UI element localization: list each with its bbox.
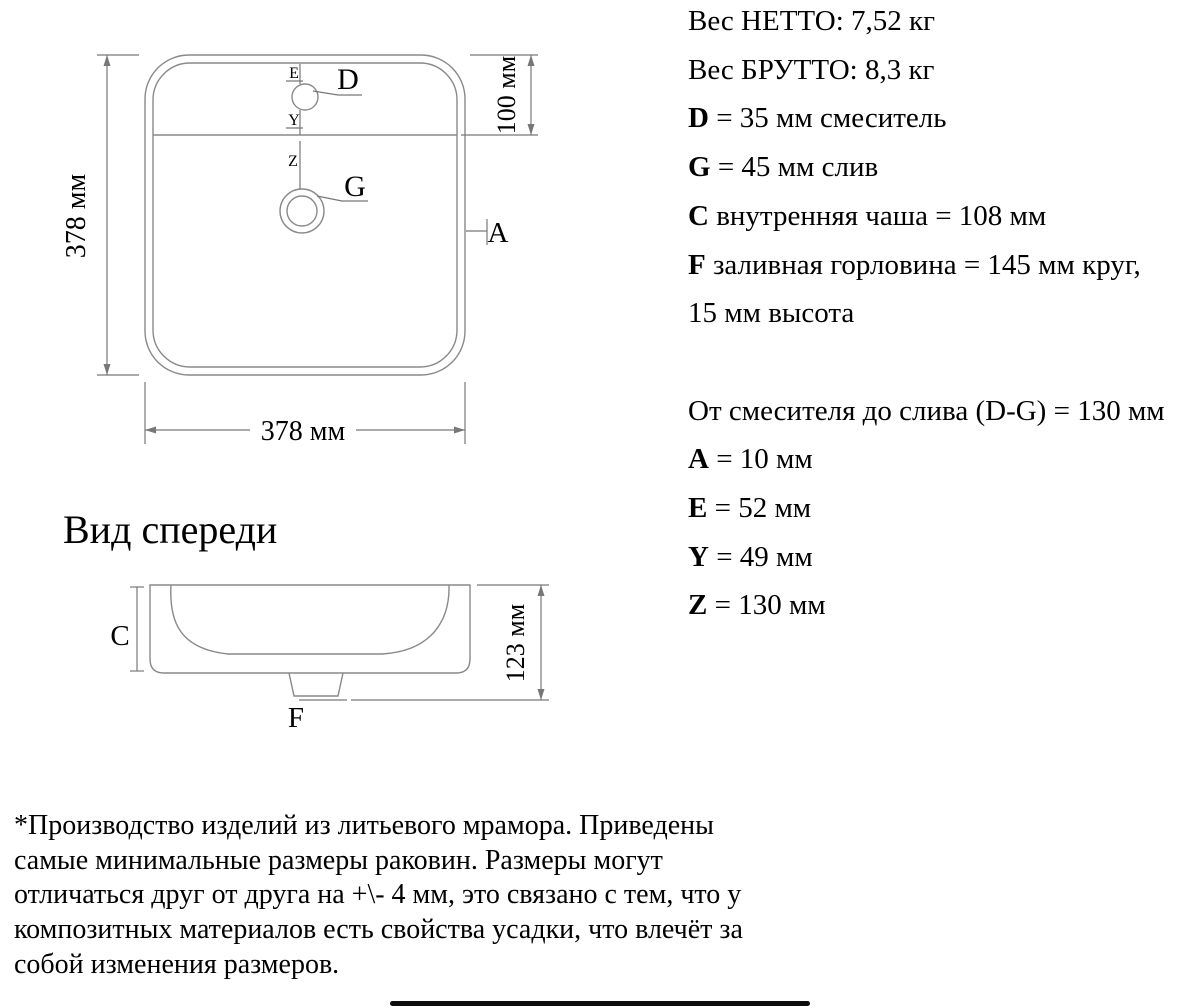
front-view-title: Вид спереди	[63, 507, 278, 552]
faucet-hole	[291, 83, 319, 111]
sink-technical-drawing: D G A E Y Z 378 мм 378 мм 100 мм	[61, 54, 549, 734]
spec-line-c: C внутренняя чаша = 108 мм	[688, 192, 1165, 241]
spec-line-d: D = 35 мм смеситель	[688, 94, 1165, 143]
top-view-outline	[144, 54, 466, 376]
spec-key: F	[688, 248, 706, 281]
front-view-dims	[130, 584, 549, 701]
home-indicator-bar[interactable]	[390, 1001, 810, 1006]
spec-key: G	[688, 151, 711, 184]
spec-text: От смесителя до слива (D-G) = 130 мм	[688, 394, 1165, 427]
spec-text: Вес НЕТТО: 7,52 кг	[688, 5, 935, 37]
spec-key: Y	[688, 540, 709, 573]
dim-text-mask	[250, 414, 356, 444]
top-view-centerline-dims	[286, 64, 303, 189]
spec-line-g: G = 45 мм слив	[688, 143, 1165, 192]
spec-key: C	[688, 199, 709, 232]
spec-text: Вес БРУТТО: 8,3 кг	[688, 53, 935, 86]
footnote-line: композитных материалов есть свойства уса…	[14, 914, 743, 946]
leader-lines	[312, 90, 488, 245]
label-a: A	[488, 217, 509, 249]
leader-g	[316, 195, 368, 202]
label-g: G	[344, 170, 366, 203]
footnote-line: *Производство изделий из литьевого мрамо…	[14, 810, 714, 841]
spec-list: Вес НЕТТО: 7,52 кг Вес БРУТТО: 8,3 кг D …	[688, 0, 1165, 630]
spec-text: 15 мм высота	[688, 297, 855, 330]
spec-key: E	[688, 492, 708, 525]
label-z: Z	[288, 153, 298, 170]
bowl-profile	[170, 584, 450, 655]
spec-text: = 45 мм слив	[710, 151, 879, 184]
label-e: E	[289, 65, 299, 82]
footnote-line: отличаться друг от друга на +\- 4 мм, эт…	[14, 879, 742, 911]
spec-text: = 10 мм	[708, 443, 813, 476]
spec-spacer	[688, 338, 1165, 387]
spec-line-gross-weight: Вес БРУТТО: 8,3 кг	[688, 46, 1165, 95]
top-view-dim-bottom: 378 мм	[261, 416, 346, 447]
spec-key: Z	[688, 589, 708, 622]
footnote-line: самые минимальные размеры раковин. Разме…	[14, 844, 663, 876]
spec-text: заливная горловина = 145 мм круг,	[705, 248, 1141, 281]
spec-line-a: A = 10 мм	[688, 435, 1165, 484]
spec-text: = 49 мм	[708, 540, 813, 573]
spec-line-net-weight: Вес НЕТТО: 7,52 кг	[688, 0, 1165, 46]
footnote-line: собой изменения размеров.	[14, 948, 340, 980]
spec-key: D	[688, 102, 709, 135]
drain-hole-inner	[286, 195, 318, 227]
spec-line-f: F заливная горловина = 145 мм круг,	[688, 241, 1165, 290]
dimension-lines	[97, 54, 538, 444]
spec-line-f-height: 15 мм высота	[688, 289, 1165, 338]
spec-text: внутренняя чаша = 108 мм	[708, 199, 1047, 232]
label-c: C	[110, 620, 129, 652]
spec-text: = 35 мм смеситель	[708, 102, 947, 135]
spec-text: = 130 мм	[707, 589, 826, 622]
dimension-arrows	[103, 55, 535, 434]
spec-key: A	[688, 443, 709, 476]
label-y: Y	[288, 112, 300, 129]
top-view-dim-left: 378 мм	[61, 174, 92, 259]
spec-text: = 52 мм	[707, 492, 812, 525]
drain-hole-outer	[279, 188, 325, 234]
front-view-outline	[149, 584, 471, 697]
top-view-dim-right: 100 мм	[492, 56, 521, 134]
front-view-dim-right: 123 мм	[501, 604, 530, 682]
label-d: D	[337, 63, 359, 96]
leader-d	[312, 90, 362, 96]
label-f: F	[288, 702, 304, 734]
spec-line-y: Y = 49 мм	[688, 533, 1165, 582]
spec-line-z: Z = 130 мм	[688, 581, 1165, 630]
drain-stub	[288, 672, 344, 697]
spec-line-e: E = 52 мм	[688, 484, 1165, 533]
spec-line-dg-distance: От смесителя до слива (D-G) = 130 мм	[688, 387, 1165, 436]
footnote: *Производство изделий из литьевого мрамо…	[14, 809, 743, 983]
front-view-arrows	[537, 585, 545, 700]
